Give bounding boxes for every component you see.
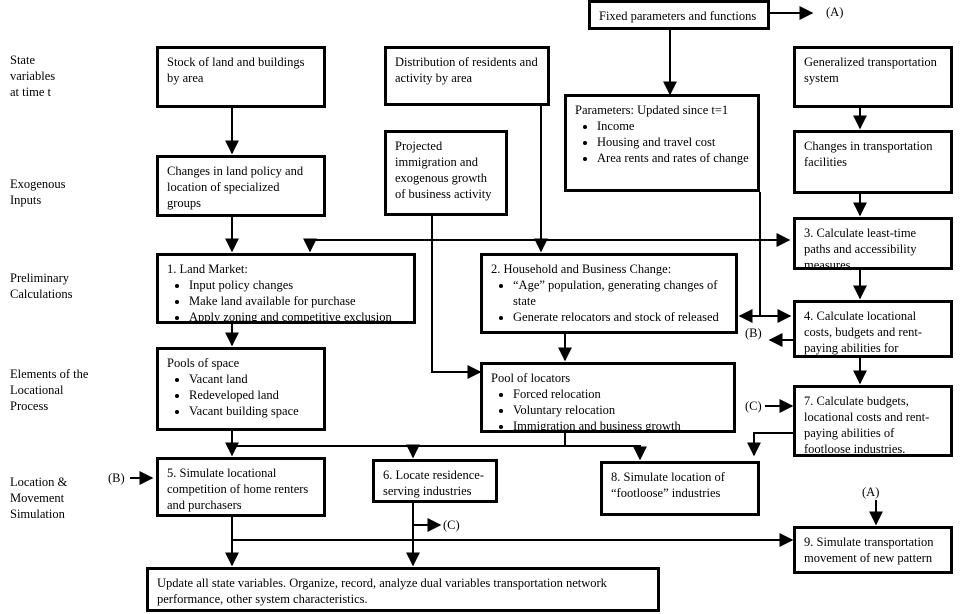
- pools-item: Redeveloped land: [189, 387, 315, 403]
- fixed-parameters-box: Fixed parameters and functions: [588, 0, 770, 30]
- transportation-changes-box: Changes in transportation facilities: [793, 130, 953, 194]
- update-state-variables-box: Update all state variables. Organize, re…: [146, 567, 660, 612]
- row-label-exogenous: Exogenous Inputs: [10, 177, 66, 207]
- arrow-projected-to-locators: [431, 216, 482, 379]
- land-market-title: 1. Land Market:: [167, 262, 248, 276]
- locational-costs-box: 4. Calculate locational costs, budgets a…: [793, 300, 953, 358]
- row-label-location: Location & Movement Simulation: [10, 475, 68, 521]
- pools-item: Vacant land: [189, 371, 315, 387]
- pools-item: Vacant building space: [189, 403, 315, 419]
- connector-b-out: (B): [745, 326, 762, 340]
- row-label-state: State variables at time t: [10, 53, 56, 99]
- distribution-box: Distribution of residents and activity b…: [384, 46, 550, 106]
- connector-c-out: (C): [443, 518, 460, 532]
- household-item: “Age” population, generating changes of …: [513, 277, 727, 309]
- transportation-movement-box: 9. Simulate transportation movement of n…: [793, 526, 953, 574]
- arrow-calc7-to-footloose: [747, 432, 795, 457]
- locators-item: Immigration and business growth: [513, 418, 725, 430]
- household-business-change-box: 2. Household and Business Change: “Age” …: [480, 253, 738, 334]
- land-market-box: 1. Land Market: Input policy changes Mak…: [156, 253, 416, 324]
- simulate-competition-box: 5. Simulate locational competition of ho…: [156, 457, 326, 517]
- row-label-elements: Elements of the Locational Process: [10, 367, 89, 413]
- locators-item: Voluntary relocation: [513, 402, 725, 418]
- locators-title: Pool of locators: [491, 371, 571, 385]
- parameter-item: Area rents and rates of change: [597, 150, 749, 166]
- footloose-location-box: 8. Simulate location of “footloose” indu…: [600, 461, 760, 516]
- land-policy-box: Changes in land policy and location of s…: [156, 155, 326, 217]
- stock-of-land-box: Stock of land and buildings by area: [156, 46, 326, 108]
- pool-of-locators-box: Pool of locators Forced relocation Volun…: [480, 362, 736, 433]
- land-market-item: Apply zoning and competitive exclusion: [189, 309, 405, 321]
- generalized-transportation-box: Generalized transportation system: [793, 46, 953, 108]
- connector-a-top: (A): [826, 5, 844, 19]
- projected-immigration-box: Projected immigration and exogenous grow…: [384, 130, 508, 216]
- parameter-item: Income: [597, 118, 749, 134]
- least-time-paths-box: 3. Calculate least-time paths and access…: [793, 217, 953, 270]
- row-label-preliminary: Preliminary Calculations: [10, 271, 73, 301]
- line-merge: [231, 431, 647, 461]
- parameter-item: Housing and travel cost: [597, 134, 749, 150]
- pools-title: Pools of space: [167, 356, 240, 370]
- household-title: 2. Household and Business Change:: [491, 262, 672, 276]
- connector-a-right: (A): [862, 485, 880, 499]
- connector-b-left: (B): [108, 471, 125, 485]
- arrow-leasttime-to-landmarket: [303, 238, 788, 253]
- parameters-box: Parameters: Updated since t=1 Income Hou…: [564, 94, 760, 192]
- residence-serving-box: 6. Locate residence-serving industries: [372, 459, 498, 503]
- land-market-item: Input policy changes: [189, 277, 405, 293]
- footloose-budgets-box: 7. Calculate budgets, locational costs a…: [793, 385, 953, 457]
- locators-item: Forced relocation: [513, 386, 725, 402]
- pools-of-space-box: Pools of space Vacant land Redeveloped l…: [156, 347, 326, 431]
- parameters-title: Parameters: Updated since t=1: [575, 103, 729, 117]
- line-parameters-down: [759, 192, 792, 323]
- household-item: Generate relocators and stock of release…: [513, 309, 727, 331]
- connector-c-in: (C): [745, 399, 762, 413]
- land-market-item: Make land available for purchase: [189, 293, 405, 309]
